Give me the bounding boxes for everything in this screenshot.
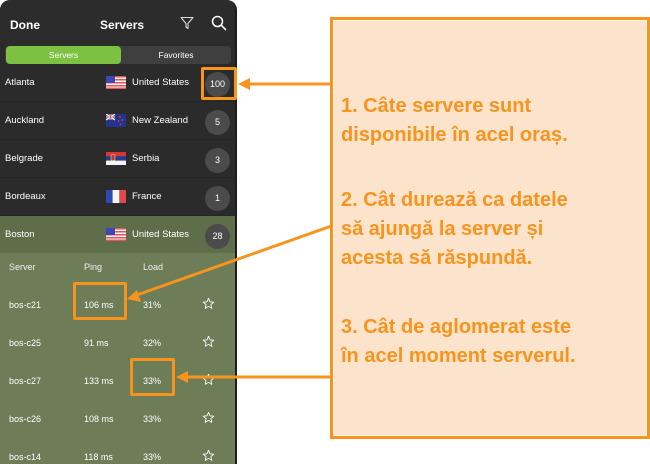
- city-name: Belgrade: [5, 153, 44, 164]
- server-name: bos-c25: [9, 338, 42, 348]
- country-name: France: [132, 191, 162, 202]
- top-navigation-bar: Done Servers: [0, 0, 235, 44]
- city-row-boston[interactable]: Boston United States 28: [0, 216, 235, 254]
- city-name: Boston: [5, 229, 35, 240]
- server-name: bos-c14: [9, 452, 42, 462]
- server-count-badge: 3: [205, 148, 230, 173]
- city-row-bordeaux[interactable]: Bordeaux France 1: [0, 178, 235, 216]
- search-icon[interactable]: [211, 15, 227, 31]
- city-name: Auckland: [5, 115, 45, 126]
- server-row[interactable]: bos-c14 118 ms 33%: [0, 437, 235, 464]
- favorite-star-icon[interactable]: [202, 373, 215, 386]
- server-row[interactable]: bos-c26 108 ms 33%: [0, 399, 235, 437]
- country-name: Serbia: [132, 153, 160, 164]
- server-ping: 108 ms: [84, 414, 114, 424]
- country-name: United States: [132, 77, 190, 88]
- callout-item-2: 2. Cât durează ca datele să ajungă la se…: [341, 189, 568, 269]
- server-row[interactable]: bos-c21 106 ms 31%: [0, 285, 235, 323]
- server-load: 33%: [143, 376, 162, 386]
- highlight-load: [130, 358, 175, 396]
- server-ping: 118 ms: [84, 452, 113, 462]
- server-row[interactable]: bos-c27 133 ms 33%: [0, 361, 235, 399]
- server-ping: 91 ms: [84, 338, 109, 348]
- server-name: bos-c27: [9, 376, 42, 386]
- favorite-star-icon[interactable]: [202, 335, 215, 348]
- country-name: United States: [132, 229, 190, 240]
- favorite-star-icon[interactable]: [202, 297, 215, 310]
- city-row-belgrade[interactable]: Belgrade Serbia 3: [0, 140, 235, 178]
- country-name: New Zealand: [132, 115, 188, 126]
- servers-favorites-toggle: Servers Favorites: [5, 46, 231, 64]
- city-row-atlanta[interactable]: Atlanta United States 100: [0, 64, 235, 102]
- server-load: 32%: [143, 338, 162, 348]
- server-load: 33%: [143, 414, 162, 424]
- filter-icon[interactable]: [180, 16, 194, 30]
- column-header-ping: Ping: [84, 262, 103, 272]
- tab-servers[interactable]: Servers: [6, 46, 121, 64]
- serbia-flag-icon: [106, 152, 126, 165]
- column-header-server: Server: [9, 262, 36, 272]
- highlight-ping: [73, 282, 127, 320]
- server-count-badge: 100: [205, 72, 230, 97]
- favorite-star-icon[interactable]: [202, 449, 215, 462]
- callout-item-3: 3. Cât de aglomerat este în acel moment …: [341, 316, 576, 367]
- server-load: 31%: [143, 300, 162, 310]
- server-ping: 106 ms: [84, 300, 114, 310]
- city-name: Bordeaux: [5, 191, 46, 202]
- server-row[interactable]: bos-c25 91 ms 32%: [0, 323, 235, 361]
- tab-favorites[interactable]: Favorites: [158, 50, 194, 60]
- city-name: Atlanta: [5, 77, 35, 88]
- server-name: bos-c21: [9, 300, 42, 310]
- annotation-callout-box: 1. Câte servere sunt disponibile în acel…: [330, 17, 650, 439]
- column-header-load: Load: [143, 262, 164, 272]
- server-count-badge: 28: [205, 224, 230, 249]
- city-row-auckland[interactable]: Auckland New Zealand 5: [0, 102, 235, 140]
- vpn-server-list-panel: Done Servers Servers Favorites Atlanta U…: [0, 0, 237, 464]
- server-count-badge: 1: [205, 186, 230, 211]
- server-count-badge: 5: [205, 110, 230, 135]
- page-title: Servers: [100, 18, 145, 32]
- server-name: bos-c26: [9, 414, 42, 424]
- server-ping: 133 ms: [84, 376, 114, 386]
- callout-item-1: 1. Câte servere sunt disponibile în acel…: [341, 95, 568, 146]
- us-flag-icon: [106, 76, 126, 89]
- france-flag-icon: [106, 190, 126, 203]
- favorite-star-icon[interactable]: [202, 411, 215, 424]
- us-flag-icon: [106, 228, 126, 241]
- done-button[interactable]: Done: [10, 18, 40, 32]
- nz-flag-icon: [106, 114, 126, 127]
- highlight-server-count: [201, 67, 237, 100]
- server-load: 33%: [143, 452, 162, 462]
